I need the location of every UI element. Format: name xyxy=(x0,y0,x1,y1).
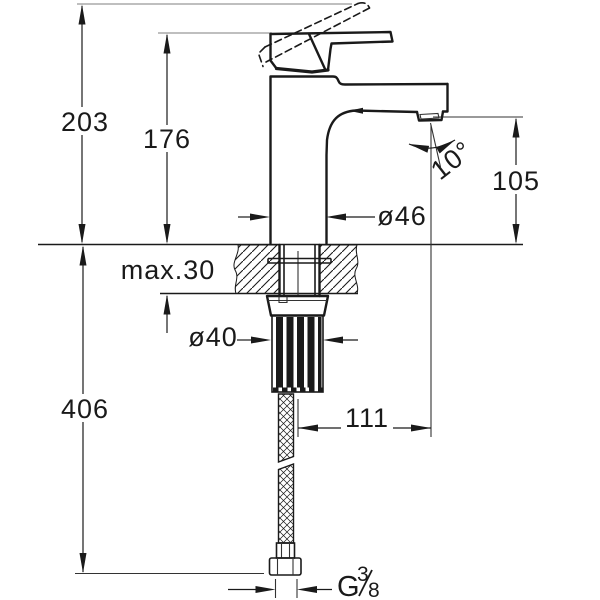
handle-lever xyxy=(269,30,394,74)
handle-hub-left xyxy=(269,32,278,70)
handle-raised-dashed xyxy=(257,2,371,68)
dim-body-height-label: 176 xyxy=(143,124,191,154)
washer-plate xyxy=(267,257,332,264)
faucet-outline xyxy=(257,2,449,245)
dim-spout-angle: 10° xyxy=(408,122,478,186)
dim-total-height: 203 xyxy=(61,4,109,244)
supply-hose xyxy=(277,393,295,544)
aerator-slot xyxy=(419,112,440,120)
fixing-sleeve xyxy=(271,314,324,393)
mounting-shank xyxy=(267,243,332,298)
dim-spout-reach: 111 xyxy=(298,403,431,433)
dim-thread-numerator: 3 xyxy=(357,563,369,586)
dim-body-diameter: ø46 xyxy=(238,201,427,231)
hose-fitting xyxy=(268,542,302,576)
dim-thread-fraction-slash xyxy=(358,569,373,597)
dim-under-deck-length-label: 406 xyxy=(61,394,109,424)
dim-total-height-label: 203 xyxy=(61,107,109,137)
dim-spout-angle-label: 10° xyxy=(425,135,478,186)
dim-deck-thickness: max.30 xyxy=(121,255,216,333)
dim-hole-diameter: ø40 xyxy=(188,322,358,352)
dim-thread: G 3 8 xyxy=(228,563,380,600)
dim-under-deck-length: 406 xyxy=(61,245,109,573)
hose-upper-segment xyxy=(277,393,295,464)
handle-hub-front-edge xyxy=(307,32,327,71)
hose-lower-segment xyxy=(277,462,295,544)
dim-thread-g: G xyxy=(337,571,360,600)
fitting-collar xyxy=(275,542,296,559)
sleeve-outline xyxy=(271,314,324,393)
nut-set-screw-notch xyxy=(278,296,288,304)
spout-top xyxy=(269,75,449,86)
counter-section xyxy=(233,244,359,294)
dim-hole-diameter-label: ø40 xyxy=(188,322,238,352)
lever-outline xyxy=(269,30,394,72)
spout-curve-arrowhead xyxy=(349,107,363,114)
body-and-spout xyxy=(269,75,449,245)
dim-body-diameter-label: ø46 xyxy=(377,201,427,231)
mounting-nut xyxy=(265,294,330,317)
dim-spout-height: 105 xyxy=(492,117,540,244)
sleeve-teeth xyxy=(273,387,323,393)
handle-hub-bottom xyxy=(274,66,330,74)
counter-hatch-right xyxy=(319,244,359,294)
dim-thread-denominator: 8 xyxy=(368,579,380,600)
dim-spout-height-label: 105 xyxy=(492,166,540,196)
dim-body-height: 176 xyxy=(143,33,191,244)
dim-spout-reach-label: 111 xyxy=(345,403,389,433)
fitting-hex-nut xyxy=(268,557,302,576)
dim-deck-thickness-label: max.30 xyxy=(121,255,216,285)
counter-hatch-left xyxy=(233,244,280,294)
spray-axis-line xyxy=(429,122,442,168)
spout-tip-face xyxy=(441,82,449,113)
aerator xyxy=(415,110,445,122)
